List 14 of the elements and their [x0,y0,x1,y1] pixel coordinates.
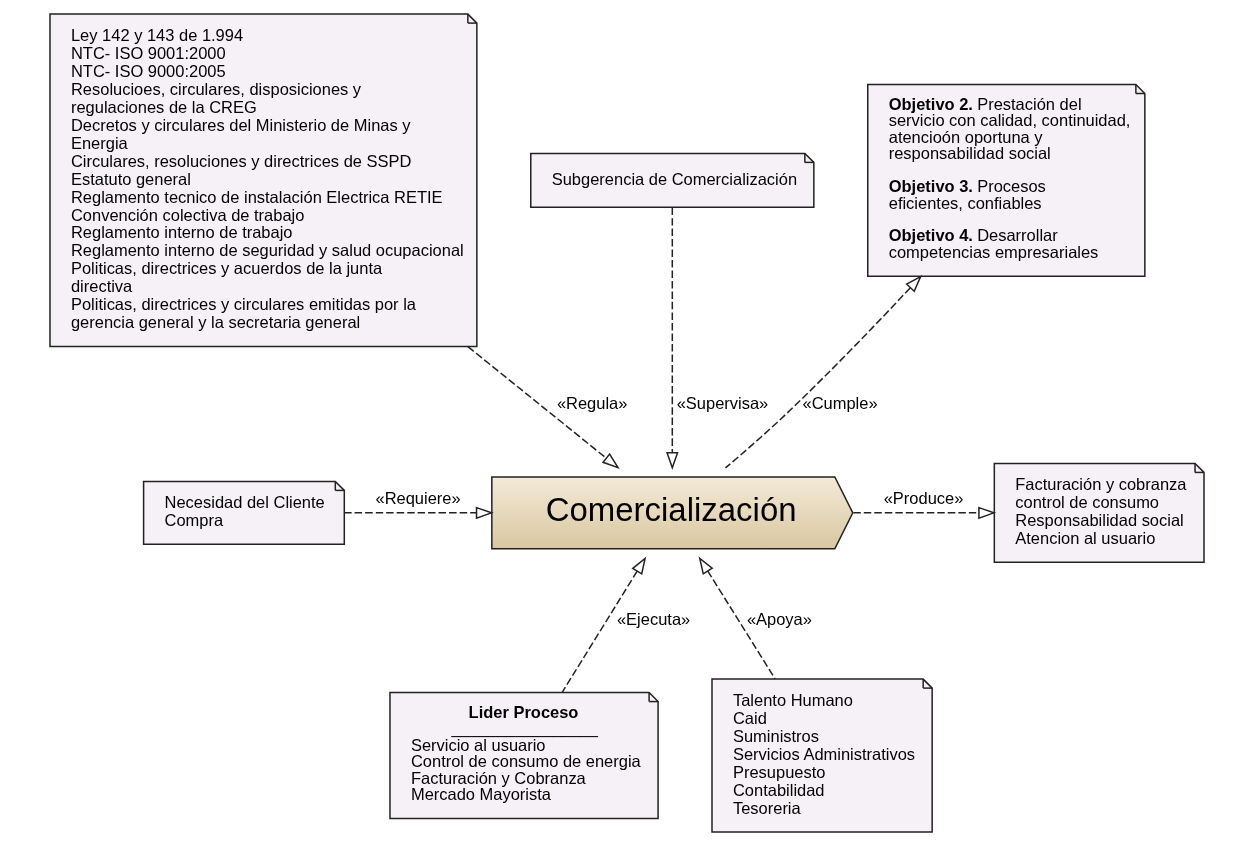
arrow [698,556,776,680]
arrow [852,506,996,520]
arrow [466,345,620,470]
edge-label: «Produce» [883,488,963,507]
arrow [560,556,646,694]
arrow [343,506,494,520]
edge-label: «Apoya» [746,609,812,628]
arrow [665,206,679,471]
edge-label: «Supervisa» [676,394,768,413]
edge-label: «Requiere» [374,488,461,507]
edge-label: «Regula» [556,394,627,413]
arrow [724,275,922,469]
edge-label: «Cumple» [802,394,878,413]
edge-label: «Ejecuta» [616,609,690,628]
